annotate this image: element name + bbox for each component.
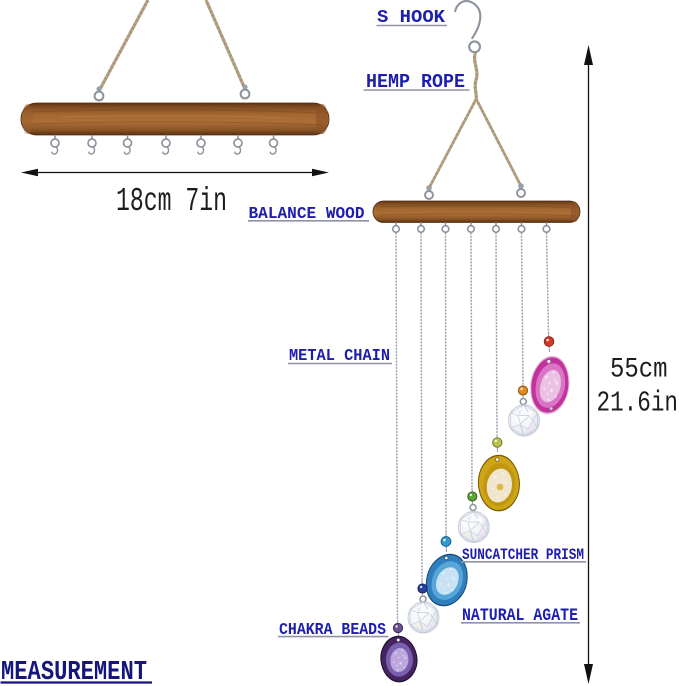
chain-7-pink-agate xyxy=(528,232,572,416)
crystal-ball-2 xyxy=(407,601,440,634)
width-dimension-arrow xyxy=(21,168,329,177)
blue-agate-slice xyxy=(421,550,472,610)
hemp-rope-graphic xyxy=(426,51,524,191)
balance-wood-rod-hanging xyxy=(372,200,581,223)
natural-agate-label: NATURAL AGATE xyxy=(462,606,578,626)
chain-5-yellow-agate xyxy=(477,232,522,512)
pink-agate-slice xyxy=(528,355,572,416)
yellow-agate-slice xyxy=(477,454,522,512)
chain-6-crystal-ball xyxy=(508,232,540,437)
hemp-rope-label: HEMP ROPE xyxy=(366,71,465,93)
height-dimension-cm: 55cm xyxy=(610,355,668,386)
s-hook-graphic xyxy=(453,0,482,54)
purple-agate-slice xyxy=(378,634,420,684)
hanging-rope-left-graphic xyxy=(96,0,248,92)
s-hook-label: S HOOK xyxy=(377,7,446,28)
balance-wood-rod-flat xyxy=(20,102,330,136)
rope-eye-screws-hanging xyxy=(424,188,526,200)
crystal-ball-4 xyxy=(457,511,490,543)
chain-2-crystal-ball xyxy=(407,232,440,634)
balance-wood-label: BALANCE WOOD xyxy=(249,205,365,224)
rope-eye-screws-left xyxy=(93,88,251,102)
measurement-title: MEASUREMENT xyxy=(1,658,147,686)
chain-4-crystal-ball xyxy=(457,232,490,543)
rod-eye-hooks-flat xyxy=(50,133,279,155)
chain-3-blue-agate xyxy=(421,232,472,611)
suncatcher-prism-label: SUNCATCHER PRISM xyxy=(462,546,584,564)
bar-length-dimension: 18cm 7in xyxy=(116,183,227,220)
hanging-chime-product xyxy=(372,0,581,684)
flat-rod-product: 18cm 7in xyxy=(20,0,330,220)
callout-labels: S HOOK HEMP ROPE BALANCE WOOD METAL CHAI… xyxy=(0,7,586,686)
rod-eye-hooks-hanging xyxy=(391,221,551,234)
height-dimension-in: 21.6in xyxy=(597,387,679,420)
height-dimension-arrow xyxy=(584,45,593,684)
chain-1-purple-agate xyxy=(378,232,420,684)
crystal-ball-6 xyxy=(508,404,540,437)
metal-chain-label: METAL CHAIN xyxy=(289,346,390,365)
chakra-beads-label: CHAKRA BEADS xyxy=(279,621,386,640)
